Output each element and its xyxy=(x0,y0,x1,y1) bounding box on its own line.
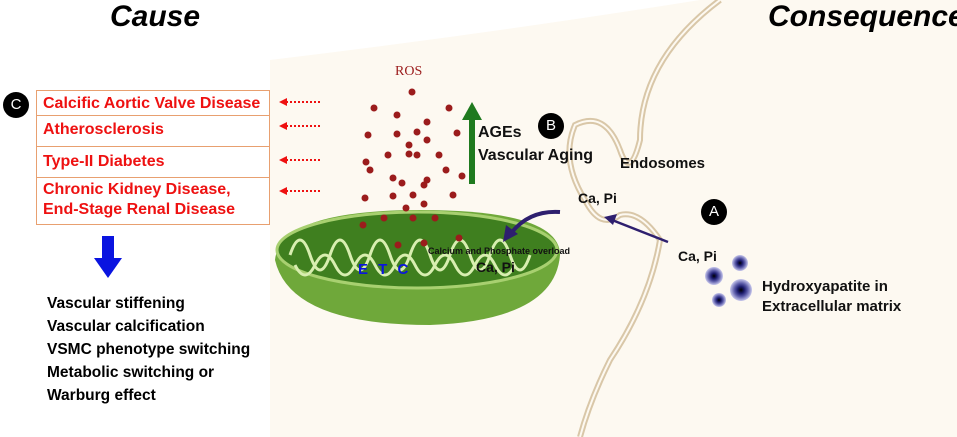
purple-curved-arrow xyxy=(510,209,561,234)
outcome-item: VSMC phenotype switching xyxy=(47,341,251,358)
badge-b: B xyxy=(538,113,564,139)
ros-particles xyxy=(359,88,466,249)
vascular-aging-label: Vascular Aging xyxy=(478,147,593,164)
dotted-arrows xyxy=(279,98,322,195)
disease-ckd-line1: Chronic Kidney Disease, xyxy=(43,181,231,198)
disease-diabetes: Type-II Diabetes xyxy=(36,146,270,178)
ages-label: AGEs xyxy=(478,124,522,141)
green-up-arrow xyxy=(462,102,482,184)
outcome-item: Vascular stiffening xyxy=(47,295,185,312)
badge-c: C xyxy=(3,92,29,118)
ca-pi-endosome: Ca, Pi xyxy=(578,190,617,206)
ros-label: ROS xyxy=(395,64,423,79)
hydroxyapatite-crystals xyxy=(705,255,752,307)
disease-cavd: Calcific Aortic Valve Disease xyxy=(36,90,270,116)
blue-down-arrow xyxy=(94,236,122,278)
ca-pi-outside: Ca, Pi xyxy=(678,248,717,264)
ca-pi-mitochondria: Ca, Pi xyxy=(476,259,515,275)
disease-atherosclerosis: Atherosclerosis xyxy=(36,115,270,147)
consequence-title: Consequence xyxy=(768,0,957,33)
purple-arrow-to-endosome xyxy=(611,218,669,244)
disease-ckd: Chronic Kidney Disease, End-Stage Renal … xyxy=(36,177,270,225)
hydroxyapatite-line2: Extracellular matrix xyxy=(762,298,902,315)
overload-label: Calcium and Phosphate overload xyxy=(428,246,571,256)
mitochondrion xyxy=(275,210,560,325)
hydroxyapatite-label: Hydroxyapatite in Extracellular matrix xyxy=(762,277,901,317)
outcome-item: Warburg effect xyxy=(47,387,156,404)
outcomes-list: Vascular stiffening Vascular calcificati… xyxy=(47,292,250,407)
outcome-item: Metabolic switching or xyxy=(47,364,215,381)
etc-label: E T C xyxy=(358,261,409,278)
endosomes-label: Endosomes xyxy=(620,155,706,172)
badge-a: A xyxy=(701,199,727,225)
outcome-item: Vascular calcification xyxy=(47,318,205,335)
hydroxyapatite-line1: Hydroxyapatite in xyxy=(762,278,888,295)
cause-title: Cause xyxy=(110,0,201,33)
disease-ckd-line2: End-Stage Renal Disease xyxy=(43,201,236,218)
